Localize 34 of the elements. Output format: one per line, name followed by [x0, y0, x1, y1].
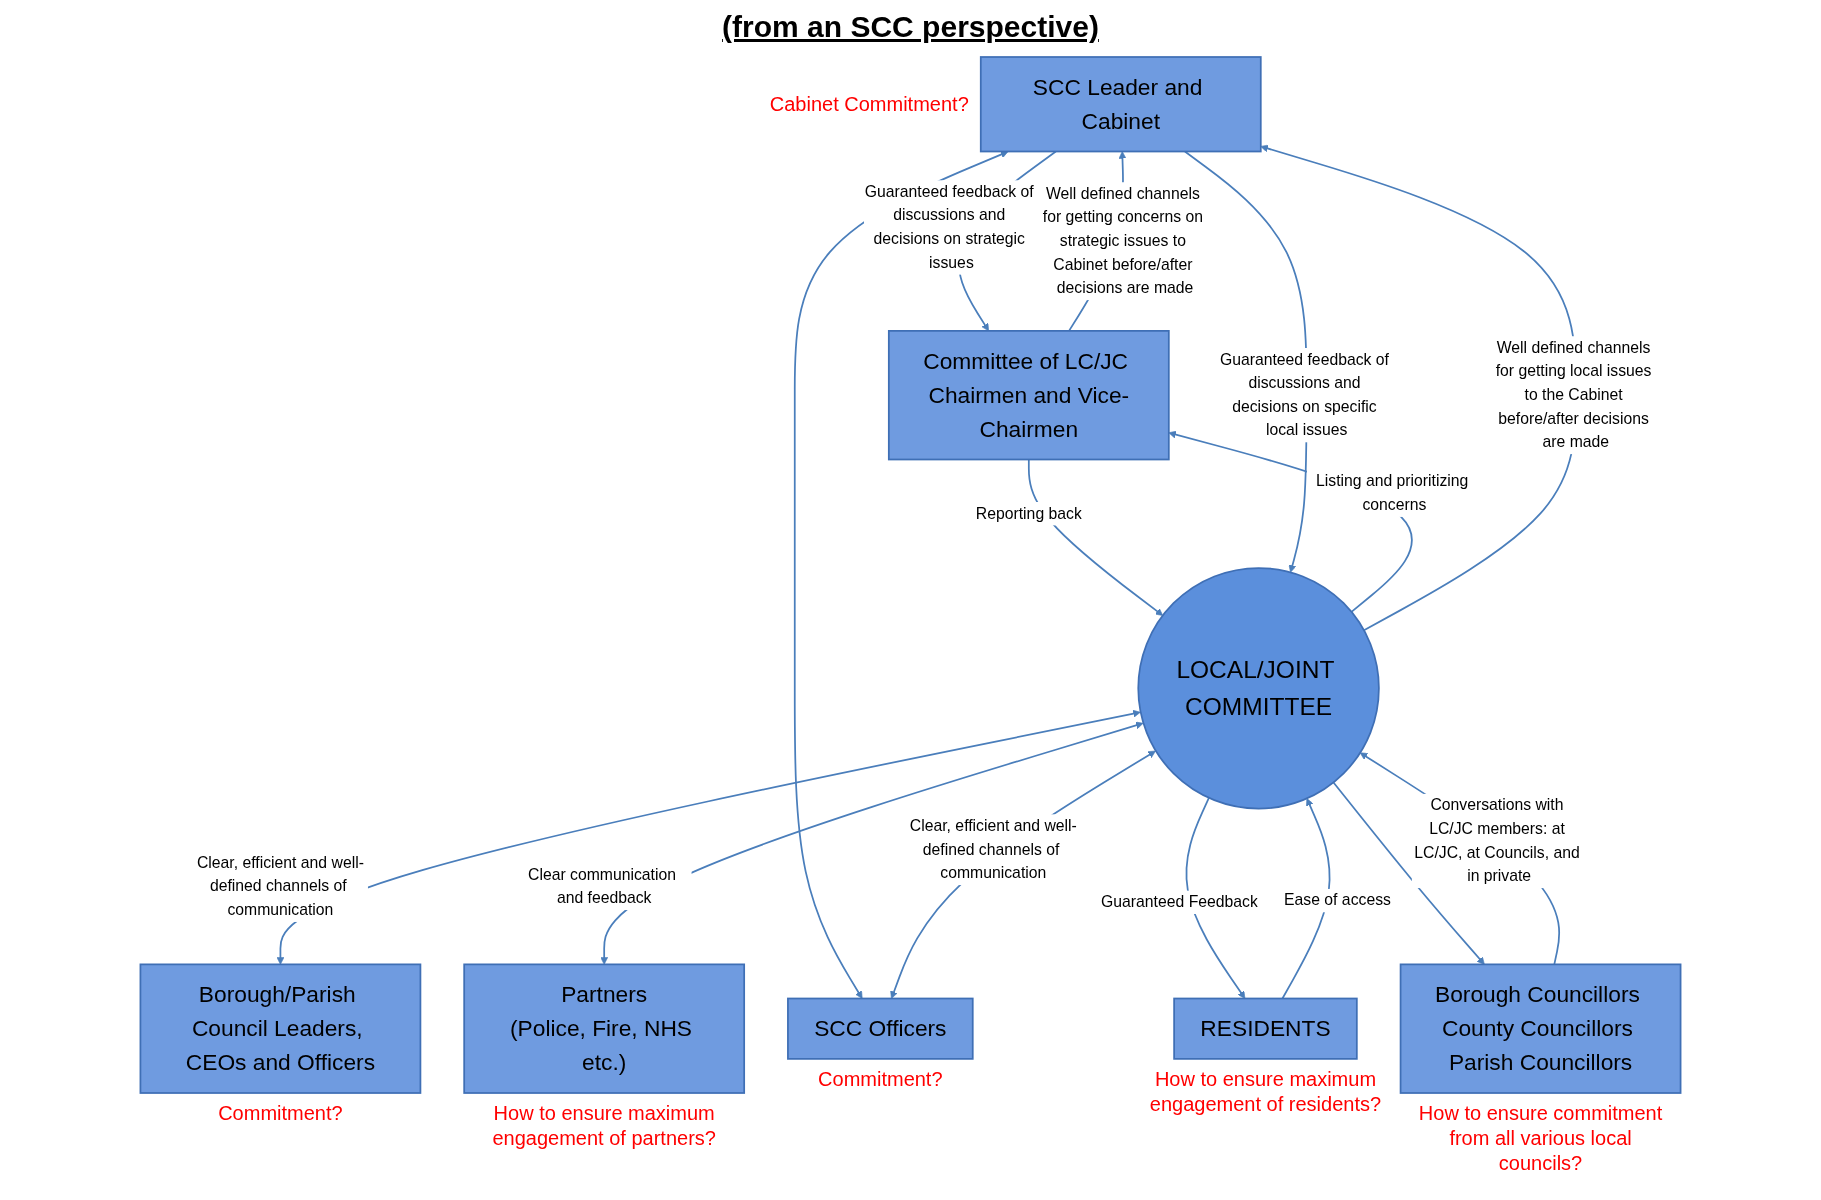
note-text: How to ensure maximum engagement of residents?: [1148, 1066, 1383, 1117]
node-box: Partners (Police, Fire, NHS etc.): [463, 963, 746, 1094]
edge-label: Listing and prioritizing concerns: [1316, 472, 1469, 514]
edge-label: Well defined channels for getting concerns on strategic issues to Cabinet before/after decisions are made: [1042, 184, 1203, 297]
arrow: [600, 721, 1144, 965]
node-circle: LOCAL/JOINT COMMITTEE: [1137, 567, 1380, 810]
edge-label: Guaranteed feedback of discussions and decisions on specific local issues: [1219, 350, 1389, 439]
edge-label: Clear communication and feedback: [528, 865, 676, 907]
edge-label: Guaranteed Feedback: [1101, 893, 1258, 911]
edge-label: Ease of access: [1284, 891, 1391, 909]
note-text: How to ensure maximum engagement of partners?: [491, 1101, 717, 1151]
edge-label: Conversations with LC/JC members: at LC/JC, at Councils, and in private: [1414, 796, 1580, 885]
edge-label: Reporting back: [975, 504, 1082, 523]
arrow: [1185, 797, 1246, 999]
note-text: Commitment?: [818, 1066, 943, 1092]
edge-label: Guaranteed feedback of discussions and decisions on strategic issues: [864, 182, 1034, 272]
arrow: [276, 709, 1141, 965]
edge-label: Well defined channels for getting local issues to the Cabinet before/after decisions are made: [1495, 338, 1652, 451]
arrow: [890, 750, 1156, 999]
node-box: Borough Councillors County Councillors Parish Councillors: [1399, 963, 1682, 1094]
node-box: Committee of LC/JC Chairmen and Vice-Chairmen: [887, 330, 1170, 461]
arrow: [1260, 144, 1577, 632]
note-text: How to ensure commitment from all various local councils?: [1417, 1101, 1664, 1176]
node-box: SCC Leader and Cabinet: [979, 56, 1262, 153]
title: (from an SCC perspective): [722, 10, 1099, 44]
note-text: Commitment?: [218, 1101, 343, 1126]
node-box: SCC Officers: [787, 997, 974, 1060]
node-box: Borough/Parish Council Leaders, CEOs and Officers: [139, 963, 422, 1094]
arrow: [1332, 781, 1485, 965]
node-box: RESIDENTS: [1173, 997, 1358, 1060]
edge-label: Clear, efficient and well-defined channels of communication: [196, 853, 364, 919]
arrow: [793, 150, 1009, 999]
note-text: Cabinet Commitment?: [769, 91, 969, 117]
edge-label: Clear, efficient and well-defined channels of communication: [909, 816, 1077, 882]
